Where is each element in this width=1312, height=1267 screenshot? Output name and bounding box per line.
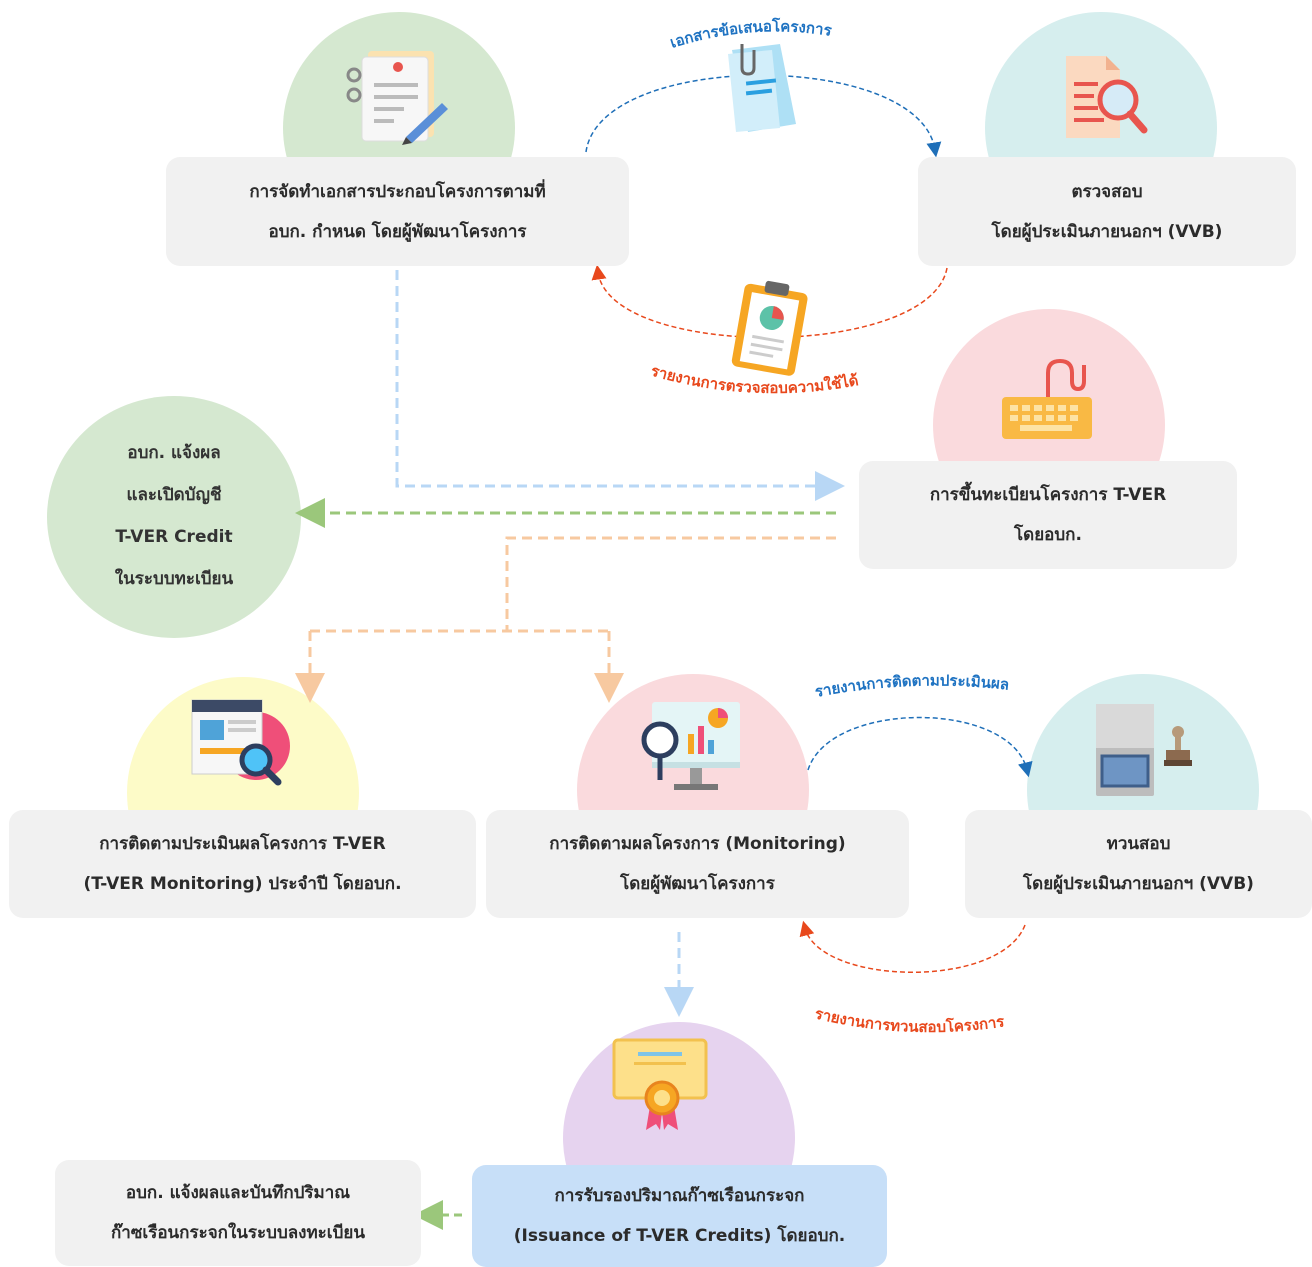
folder-clip-icon (728, 44, 796, 132)
step-validate: ตรวจสอบ โดยผู้ประเมินภายนอกฯ (VVB) (918, 157, 1296, 266)
document-search-icon (1066, 56, 1148, 138)
label-monitoring-report: รายงานการติดตามประเมินผล (813, 671, 1010, 700)
step-verify-line1: ทวนสอบ (1106, 834, 1171, 854)
monitor-analytics-icon (641, 702, 740, 790)
step-notify-line4: ในระบบทะเบียน (114, 569, 234, 589)
step-notify-account: อบก. แจ้งผล และเปิดบัญชี T-VER Credit ใน… (47, 432, 301, 600)
step-record-line1: อบก. แจ้งผลและบันทึกปริมาณ (125, 1183, 351, 1203)
arrow-verification-report (799, 920, 1026, 973)
step-verify-line2: โดยผู้ประเมินภายนอกฯ (VVB) (1023, 874, 1254, 894)
step-tver-monitoring: การติดตามประเมินผลโครงการ T-VER (T-VER M… (9, 810, 476, 918)
step-monitoring-line2: โดยผู้พัฒนาโครงการ (620, 874, 775, 894)
circle-notify-account (47, 396, 301, 638)
step-prepare-docs: การจัดทำเอกสารประกอบโครงการตามที่ อบก. ก… (166, 157, 629, 266)
svg-text:รายงานการทวนสอบโครงการ: รายงานการทวนสอบโครงการ (813, 1004, 1006, 1036)
step-tver-monitoring-line2: (T-VER Monitoring) ประจำปี โดยอบก. (83, 874, 402, 894)
web-search-icon (191, 699, 290, 786)
step-prepare-line1: การจัดทำเอกสารประกอบโครงการตามที่ (249, 181, 546, 202)
step-issuance: การรับรองปริมาณก๊าซเรือนกระจก (Issuance … (472, 1165, 887, 1267)
step-monitoring: การติดตามผลโครงการ (Monitoring) โดยผู้พั… (486, 810, 909, 918)
step-record-line2: ก๊าซเรือนกระจกในระบบลงทะเบียน (111, 1223, 365, 1243)
svg-text:รายงานการติดตามประเมินผล: รายงานการติดตามประเมินผล (813, 671, 1010, 700)
step-verify: ทวนสอบ โดยผู้ประเมินภายนอกฯ (VVB) (965, 810, 1312, 918)
step-tver-monitoring-line1: การติดตามประเมินผลโครงการ T-VER (99, 834, 386, 854)
step-validate-line1: ตรวจสอบ (1071, 181, 1143, 202)
step-register-line2: โดยอบก. (1014, 525, 1082, 545)
step-issuance-line2: (Issuance of T-VER Credits) โดยอบก. (513, 1226, 846, 1246)
clipboard-chart-icon (731, 280, 808, 376)
step-prepare-line2: อบก. กำหนด โดยผู้พัฒนาโครงการ (268, 221, 527, 242)
step-notify-line3: T-VER Credit (115, 527, 233, 547)
arrow-branch (505, 536, 836, 631)
step-record: อบก. แจ้งผลและบันทึกปริมาณ ก๊าซเรือนกระจ… (55, 1160, 421, 1266)
document-pen-icon (346, 51, 448, 145)
step-monitoring-line1: การติดตามผลโครงการ (Monitoring) (549, 834, 846, 854)
step-validate-line2: โดยผู้ประเมินภายนอกฯ (VVB) (991, 221, 1223, 242)
step-notify-line2: และเปิดบัญชี (126, 485, 222, 505)
label-verification-report: รายงานการทวนสอบโครงการ (813, 1004, 1006, 1036)
certificate-icon (612, 1038, 708, 1130)
stamp-icon (1096, 704, 1192, 796)
arrow-to-register (395, 270, 845, 501)
step-issuance-line1: การรับรองปริมาณก๊าซเรือนกระจก (554, 1186, 805, 1206)
step-notify-line1: อบก. แจ้งผล (127, 443, 221, 463)
keyboard-icon (1002, 358, 1092, 439)
arrow-monitoring-report (807, 716, 1033, 778)
step-register: การขึ้นทะเบียนโครงการ T-VER โดยอบก. (859, 461, 1237, 569)
step-register-line1: การขึ้นทะเบียนโครงการ T-VER (929, 485, 1167, 505)
